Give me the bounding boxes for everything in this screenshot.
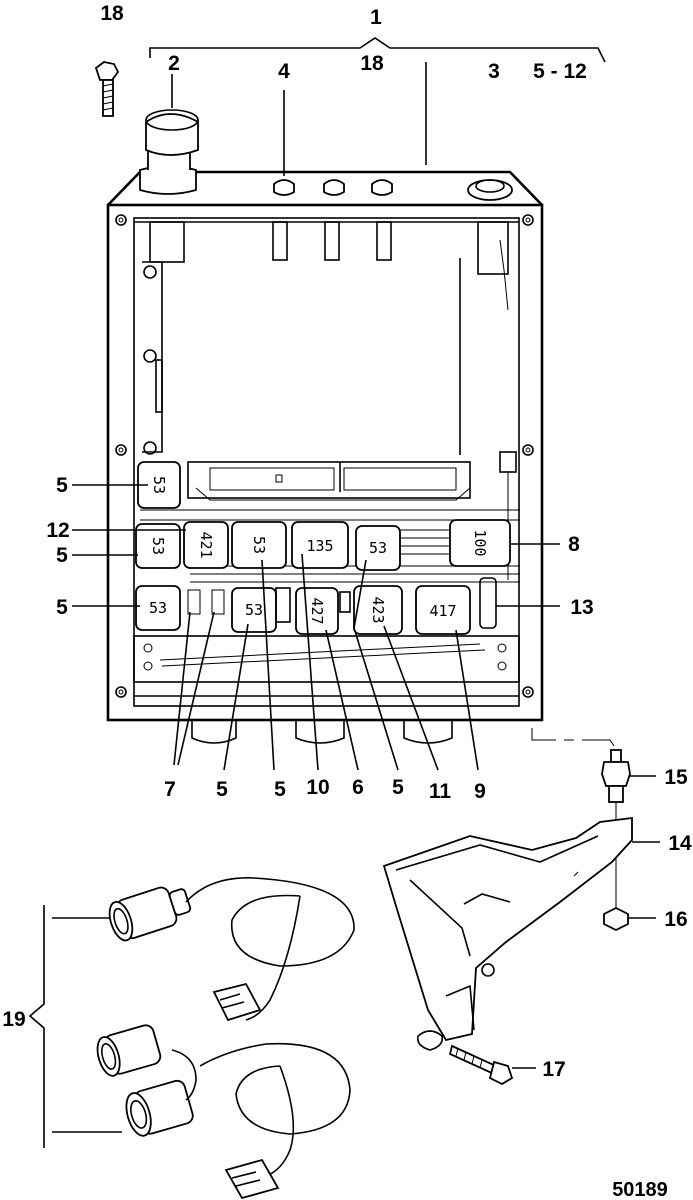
relay-code-417: 417: [429, 602, 456, 620]
cable-grommet-2-icon: [139, 109, 199, 195]
callout-9: 9: [474, 780, 486, 803]
relay-code-left-2: 53: [149, 599, 167, 617]
relay-code-423: 423: [369, 596, 387, 623]
mounting-bracket-14-icon: [382, 816, 633, 1051]
dash-dot-line: [531, 728, 615, 747]
callout-12: 12: [46, 519, 69, 542]
relay-code-bot-53: 53: [245, 601, 263, 619]
plug-3-icon: [467, 179, 513, 201]
relay-code-mid-53a: 53: [250, 536, 268, 554]
callout-5-c: 5: [56, 596, 68, 619]
callout-2: 2: [168, 52, 180, 75]
callout-5-f: 5: [392, 776, 404, 799]
relay-code-135: 135: [306, 537, 333, 555]
callout-5-12: 5 - 12: [533, 60, 587, 83]
control-box: [106, 62, 544, 744]
callout-11: 11: [429, 780, 452, 803]
callout-13: 13: [570, 596, 593, 619]
relay-code-left-1: 53: [149, 537, 167, 555]
figure-number: 50189: [612, 1179, 668, 1200]
callout-7: 7: [164, 778, 176, 801]
relay-code-427: 427: [308, 597, 326, 624]
relay-code-421: 421: [197, 531, 215, 558]
sender-15-icon: [601, 749, 631, 820]
callout-16: 16: [664, 908, 687, 931]
callout-5-d: 5: [216, 778, 228, 801]
leader-lines: [72, 484, 560, 771]
callout-18-screw: 18: [100, 2, 124, 25]
callout-15: 15: [664, 766, 688, 789]
callout-14: 14: [668, 832, 692, 855]
relay-grid: [135, 461, 511, 635]
item-1-bracket: [149, 37, 606, 63]
nuts-4-icon: [273, 179, 393, 196]
callout-5-e: 5: [274, 778, 286, 801]
callout-10: 10: [306, 776, 329, 799]
callout-8: 8: [568, 533, 580, 556]
callout-17: 17: [542, 1058, 565, 1081]
nut-16-icon: [603, 858, 629, 932]
callout-3: 3: [488, 60, 500, 83]
relay-code-100: 100: [471, 529, 489, 556]
screw-18-icon: [94, 61, 120, 117]
wiring-harness-19-icon: [28, 877, 355, 1200]
callout-6: 6: [352, 776, 364, 799]
callout-19: 19: [2, 1008, 25, 1031]
callout-1: 1: [370, 6, 382, 29]
callout-5-a: 5: [56, 474, 68, 497]
callout-5-b: 5: [56, 544, 68, 567]
callout-4: 4: [278, 60, 290, 83]
callout-18-bracket: 18: [360, 52, 384, 75]
relay-code-mid-53b: 53: [369, 539, 387, 557]
relay-code-top-left: 53: [150, 476, 168, 494]
screw-17-icon: [448, 1044, 514, 1086]
